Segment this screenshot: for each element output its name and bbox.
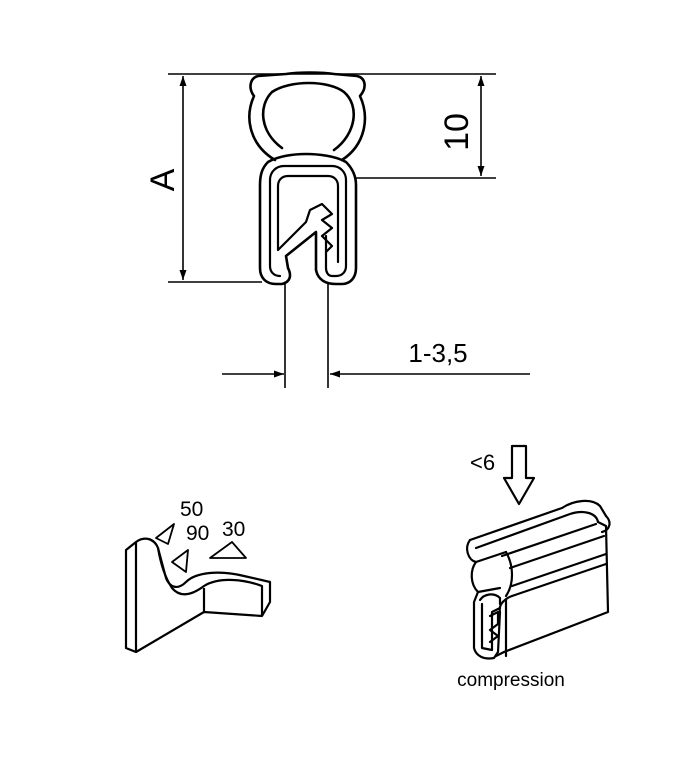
bulb-inner [261, 81, 355, 152]
dimension-10-label: 10 [438, 113, 476, 151]
bent-panel [124, 537, 272, 654]
compression-arrow [502, 444, 536, 506]
angle-50-label: 50 [180, 498, 203, 521]
profile-3d-top [468, 499, 611, 542]
angle-90-label: 90 [186, 522, 209, 545]
channel-inner [268, 164, 348, 278]
dimension-thickness-label: 1-3,5 [408, 338, 467, 368]
angle-illustration [124, 523, 272, 654]
dimension-10: 10 [438, 76, 485, 176]
extension-lines [168, 73, 496, 388]
angle-30-label: 30 [222, 518, 245, 541]
angle-50-marker [155, 523, 175, 545]
dimension-a-label: A [144, 168, 182, 191]
compression-value-label: <6 [470, 450, 495, 475]
profile-3d [466, 444, 611, 660]
angle-30-marker [209, 541, 247, 559]
bulb-outer [248, 71, 367, 162]
channel-outer [258, 152, 358, 286]
dimension-a: A [144, 76, 187, 280]
profile-3d-front [472, 590, 514, 660]
dimension-thickness: 1-3,5 [222, 338, 530, 378]
metal-clip [276, 174, 340, 264]
angle-90-marker [171, 549, 189, 573]
compression-caption: compression [457, 670, 565, 691]
profile-section [248, 71, 367, 286]
